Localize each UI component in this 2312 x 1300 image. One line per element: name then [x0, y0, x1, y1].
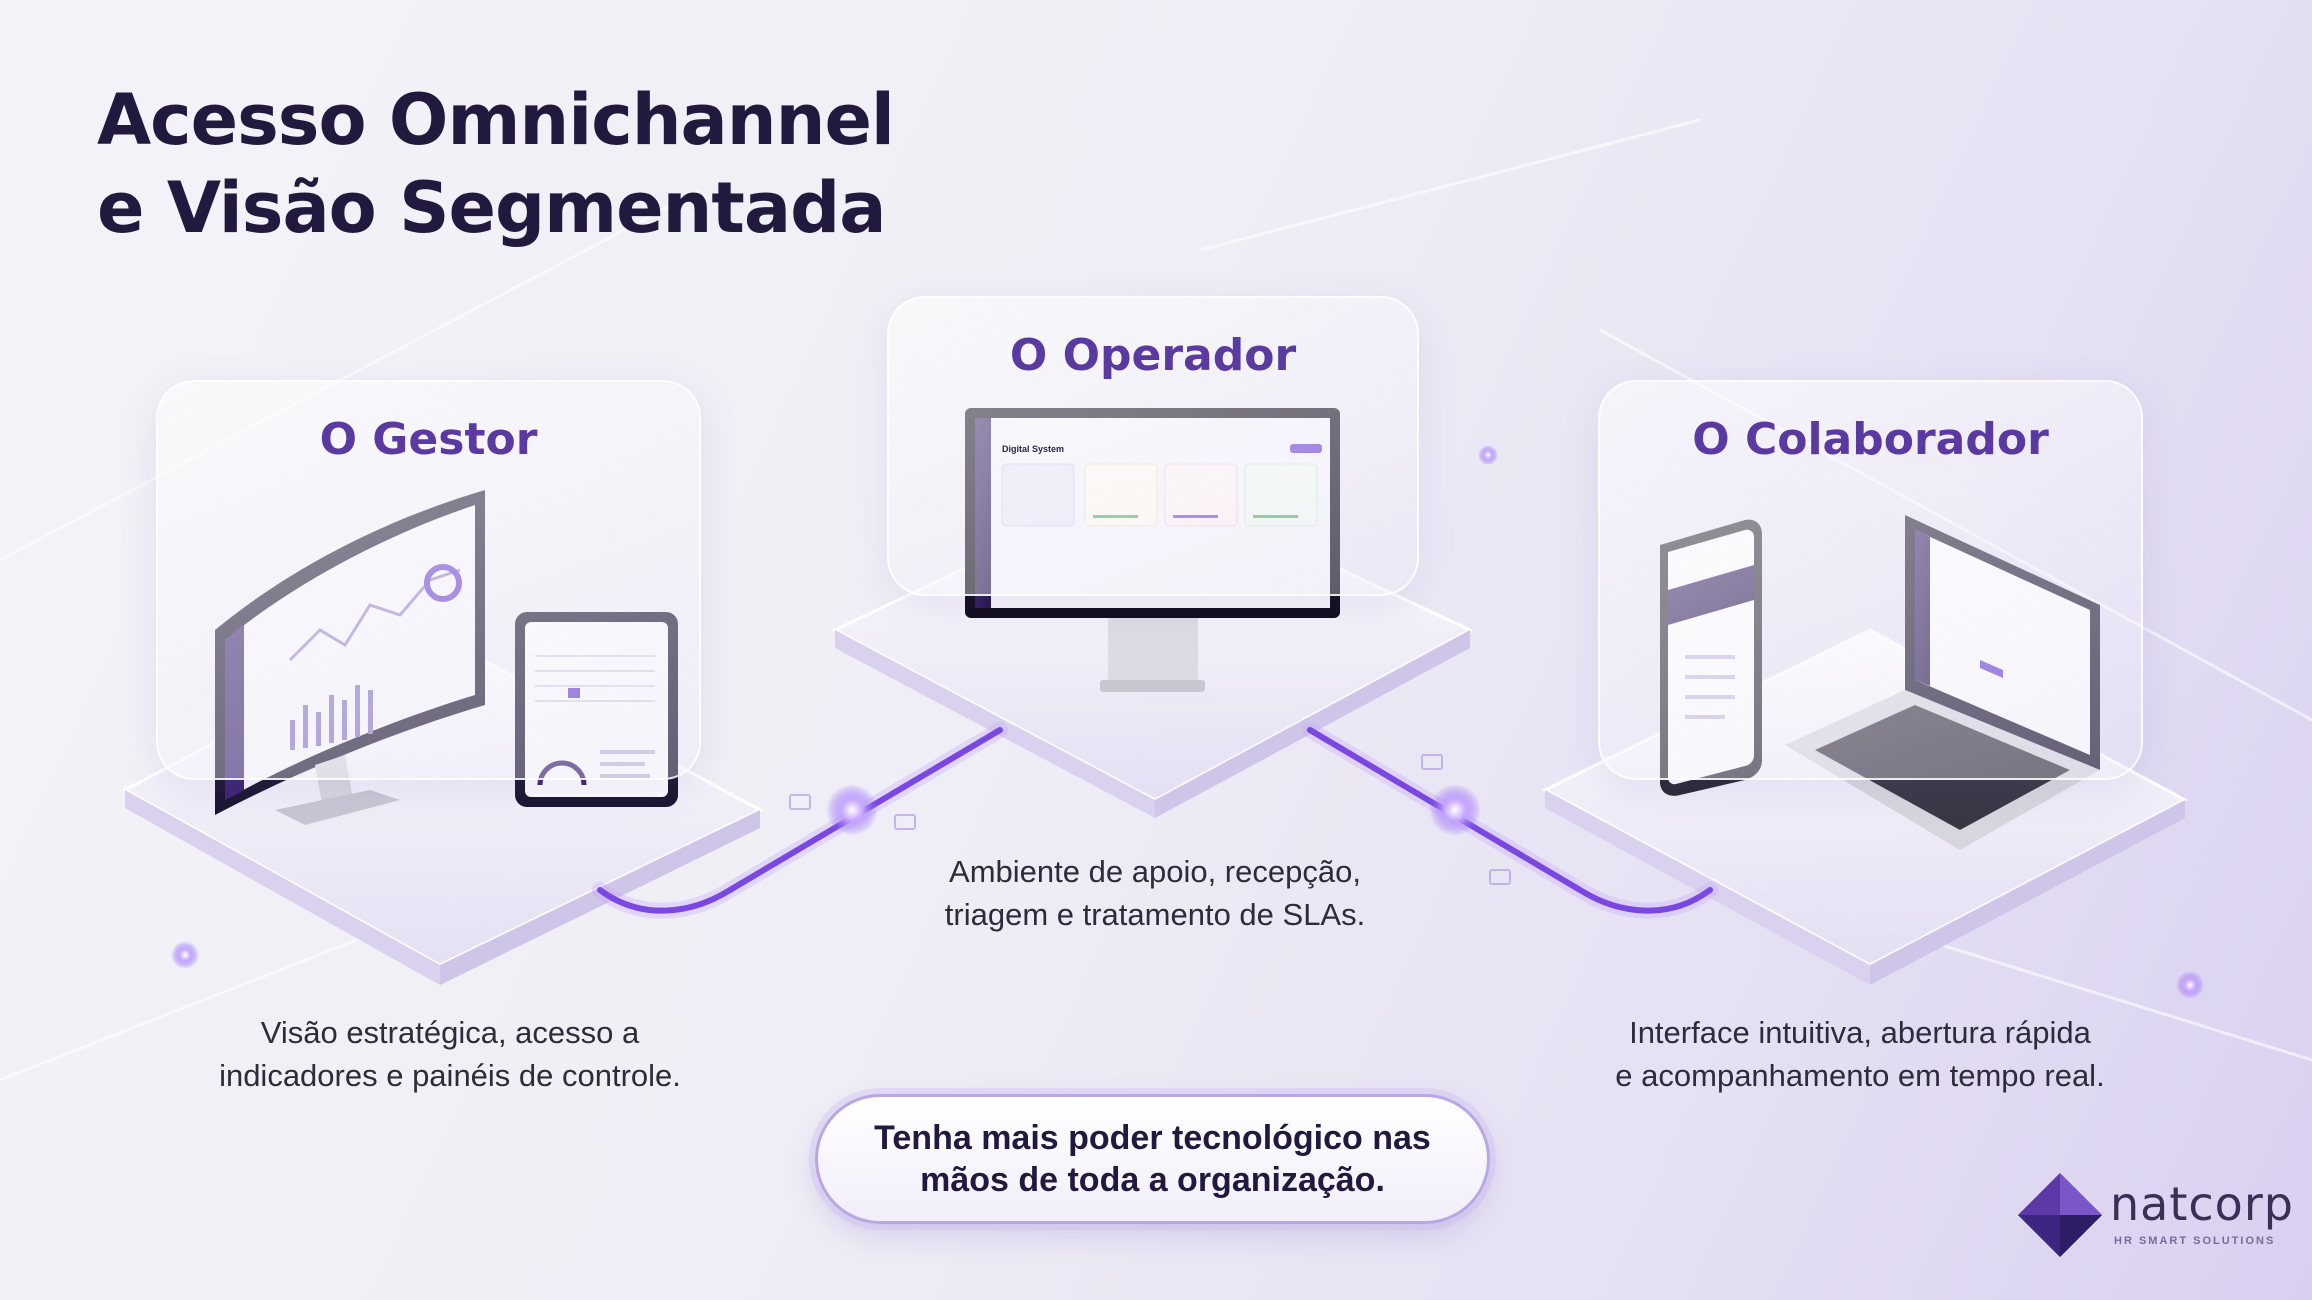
page-title: Acesso Omnichannel e Visão Segmentada: [97, 76, 895, 252]
colaborador-description-line1: Interface intuitiva, abertura rápida: [1629, 1015, 2091, 1050]
page-title-line2: e Visão Segmentada: [97, 167, 886, 249]
colaborador-description: Interface intuitiva, abertura rápida e a…: [1560, 1011, 2160, 1097]
brand-logo: natcorp HR SMART SOLUTIONS: [2010, 1165, 2300, 1275]
colaborador-title: O Colaborador: [1692, 414, 2049, 465]
operador-description: Ambiente de apoio, recepção, triagem e t…: [870, 850, 1440, 936]
gestor-description-line2: indicadores e painéis de controle.: [219, 1058, 681, 1093]
gestor-description: Visão estratégica, acesso a indicadores …: [160, 1011, 740, 1097]
gestor-title: O Gestor: [319, 414, 538, 465]
brand-tagline: HR SMART SOLUTIONS: [2114, 1235, 2276, 1247]
card-operador: [887, 296, 1419, 596]
cta-line2: mãos de toda a organização.: [920, 1161, 1385, 1199]
page-title-line1: Acesso Omnichannel: [97, 79, 895, 161]
cta-line1: Tenha mais poder tecnológico nas: [874, 1119, 1431, 1157]
colaborador-description-line2: e acompanhamento em tempo real.: [1615, 1058, 2105, 1093]
operador-title: O Operador: [1009, 330, 1297, 381]
operador-screen-title: Digital System: [1002, 444, 1065, 454]
operador-description-line1: Ambiente de apoio, recepção,: [949, 854, 1361, 889]
card-colaborador: [1598, 380, 2143, 780]
operador-description-line2: triagem e tratamento de SLAs.: [944, 897, 1366, 932]
cta-button[interactable]: Tenha mais poder tecnológico nas mãos de…: [815, 1094, 1490, 1224]
gestor-description-line1: Visão estratégica, acesso a: [260, 1015, 640, 1050]
card-gestor: [156, 380, 701, 780]
logo-diamond-icon: [2018, 1173, 2102, 1257]
brand-name: natcorp: [2110, 1177, 2294, 1231]
